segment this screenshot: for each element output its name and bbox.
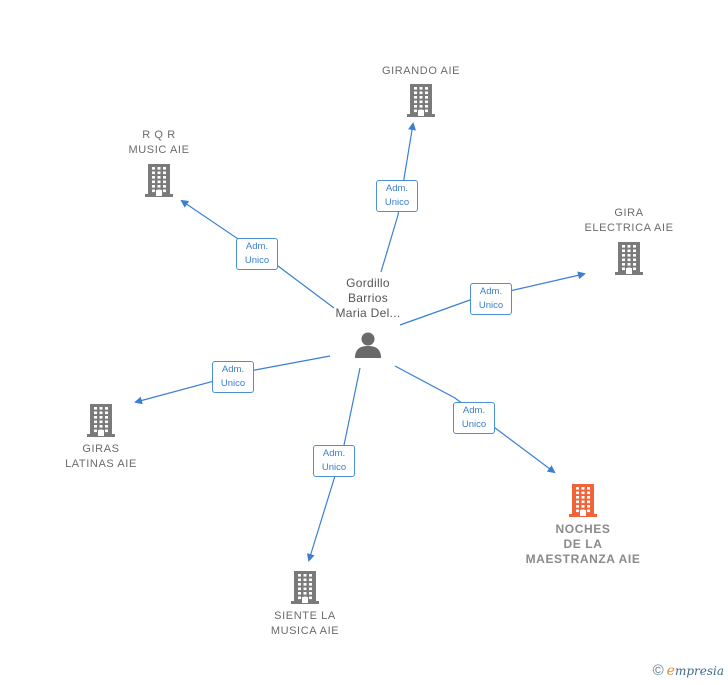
edge-label-siente[interactable]: Adm. Unico bbox=[313, 445, 355, 477]
person-label-line: Gordillo bbox=[346, 276, 390, 290]
node-label-line: SIENTE LA bbox=[274, 610, 336, 622]
person-label-line: Maria Del... bbox=[335, 306, 401, 320]
node-label-line: LATINAS AIE bbox=[65, 458, 137, 470]
person-icon[interactable] bbox=[353, 330, 383, 360]
copyright-icon: © bbox=[652, 662, 664, 679]
edge-label-giras-latinas[interactable]: Adm. Unico bbox=[212, 361, 254, 393]
node-label-line: MUSIC AIE bbox=[128, 144, 190, 156]
node-label-line: DE LA bbox=[563, 537, 603, 551]
node-label-line: R Q R bbox=[142, 129, 176, 141]
node-label-gira-electrica[interactable]: GIRA ELECTRICA AIE bbox=[559, 206, 699, 236]
node-label-line: GIRANDO AIE bbox=[381, 65, 461, 77]
node-label-line: MUSICA AIE bbox=[270, 625, 340, 637]
node-label-giras-latinas[interactable]: GIRAS LATINAS AIE bbox=[31, 442, 171, 472]
edge-rqr bbox=[180, 199, 335, 309]
edge-label-line: Adm. bbox=[245, 241, 269, 252]
edge-label-line: Unico bbox=[321, 462, 347, 473]
node-label-girando[interactable]: GIRANDO AIE bbox=[351, 64, 491, 79]
node-label-rqr[interactable]: R Q R MUSIC AIE bbox=[89, 128, 229, 158]
edge-girando bbox=[380, 122, 416, 273]
edge-label-girando[interactable]: Adm. Unico bbox=[376, 180, 418, 212]
edge-label-line: Unico bbox=[220, 378, 246, 389]
edge-label-line: Adm. bbox=[385, 183, 409, 194]
person-label-line: Barrios bbox=[347, 291, 389, 305]
node-label-line: GIRA bbox=[614, 207, 644, 219]
building-icon[interactable] bbox=[290, 569, 320, 605]
node-label-line: GIRAS bbox=[82, 443, 120, 455]
node-label-siente[interactable]: SIENTE LA MUSICA AIE bbox=[235, 609, 375, 639]
building-icon[interactable] bbox=[86, 402, 116, 438]
building-icon[interactable] bbox=[614, 240, 644, 276]
building-icon[interactable] bbox=[144, 162, 174, 198]
edge-label-line: Adm. bbox=[462, 405, 486, 416]
footer-brand[interactable]: © empresia bbox=[653, 662, 724, 679]
edge-giras-latinas bbox=[134, 355, 331, 405]
edge-label-line: Adm. bbox=[479, 286, 503, 297]
edge-label-rqr[interactable]: Adm. Unico bbox=[236, 238, 278, 270]
edge-label-noches[interactable]: Adm. Unico bbox=[453, 402, 495, 434]
edge-label-line: Unico bbox=[461, 419, 487, 430]
edge-label-line: Unico bbox=[478, 300, 504, 311]
building-icon[interactable] bbox=[406, 82, 436, 118]
edge-noches bbox=[394, 365, 556, 474]
edge-label-line: Unico bbox=[244, 255, 270, 266]
edge-label-gira-electrica[interactable]: Adm. Unico bbox=[470, 283, 512, 315]
edge-label-line: Adm. bbox=[322, 448, 346, 459]
node-label-line: ELECTRICA AIE bbox=[584, 222, 674, 234]
building-icon[interactable] bbox=[568, 482, 598, 518]
node-label-line: MAESTRANZA AIE bbox=[525, 552, 641, 566]
edge-label-line: Unico bbox=[384, 197, 410, 208]
node-label-line: NOCHES bbox=[555, 522, 611, 536]
brand-logo: empresia bbox=[666, 662, 724, 679]
edge-label-line: Adm. bbox=[221, 364, 245, 375]
